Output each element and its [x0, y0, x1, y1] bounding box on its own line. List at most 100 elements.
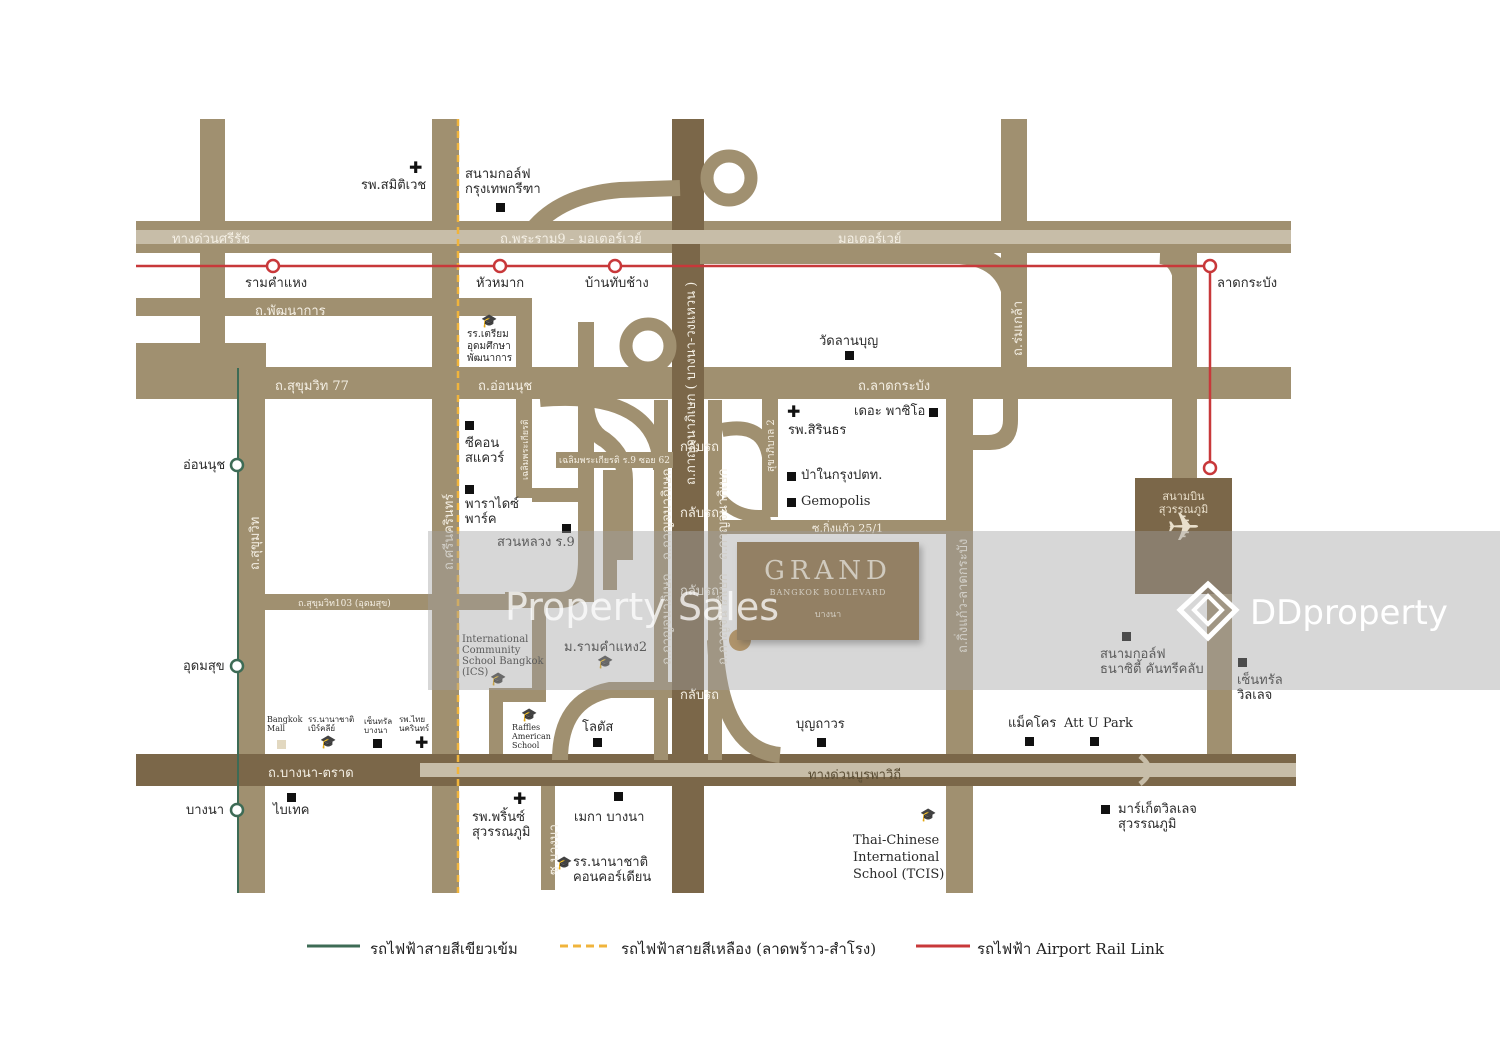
station-udomsuk[interactable]	[229, 658, 245, 674]
school-icon: 🎓	[521, 708, 538, 723]
station-banthapchang[interactable]	[607, 258, 623, 274]
station-onnut[interactable]	[229, 457, 245, 473]
brand-title: GRAND	[764, 556, 892, 586]
road-ics	[532, 600, 546, 690]
project-brand-box[interactable]: GRAND BANGKOK BOULEVARD บางนา	[737, 542, 919, 640]
road-label-phatthanakan: ถ.พัฒนาการ	[255, 304, 326, 319]
place-watlanboon[interactable]: วัดลานบุญ	[819, 334, 879, 349]
road-label-chalerm62: เฉลิมพระเกียรติ ร.9 ซอย 62	[556, 452, 673, 468]
place-raffles[interactable]: Raffles American School	[512, 723, 551, 750]
place-ics[interactable]: International Community School Bangkok (…	[462, 634, 544, 678]
road-chalerm-curve2	[505, 559, 594, 608]
road-sukhumvit103	[262, 594, 512, 610]
poi-square-icon	[1122, 632, 1131, 641]
road-label-burapha: ทางด่วนบูรพาวิถี	[808, 768, 902, 783]
place-boonthavorn[interactable]: บุญถาวร	[796, 717, 845, 732]
poi-square-icon	[277, 740, 286, 749]
road-label-onnut: ถ.อ่อนนุช	[478, 379, 533, 394]
road-label-sukhaphiban2: สุขาภิบาล 2	[766, 419, 777, 472]
hospital-icon: ✚	[787, 402, 801, 421]
road-latkrabang-hook	[972, 399, 1018, 450]
place-bearsted[interactable]: รร.นานาชาติ เบิร์คลีย์	[308, 715, 355, 733]
school-icon: 🎓	[920, 808, 937, 823]
legend-yellow-label: รถไฟฟ้าสายสีเหลือง (ลาดพร้าว-สำโรง)	[621, 940, 877, 958]
place-samitivej[interactable]: รพ.สมิติเวช	[361, 178, 427, 193]
poi-square-icon	[287, 793, 296, 802]
road-kanchana-sideL	[654, 400, 668, 760]
road-label-uturn-1: กลับรถ	[680, 506, 719, 521]
airport-name-line1: สนามบิน	[1162, 490, 1205, 503]
place-paradise[interactable]: พาราไดซ์ พาร์ค	[465, 497, 519, 527]
road-label-uturn-2: กลับรถ	[680, 584, 719, 599]
station-airport[interactable]	[1202, 460, 1218, 476]
school-icon: 🎓	[320, 735, 337, 750]
road-motorway-curve	[700, 244, 1024, 311]
place-ramkhamhaeng2[interactable]: ม.รามคำแหง2	[564, 640, 648, 655]
place-triam[interactable]: รร.เตรียม อุดมศึกษา พัฒนาการ	[467, 329, 513, 364]
poi-square-icon	[787, 498, 796, 507]
place-concordian[interactable]: รร.นานาชาติ คอนคอร์เดียน	[573, 855, 652, 885]
road-label-motorway: มอเตอร์เวย์	[838, 232, 902, 247]
place-lotus[interactable]: โลตัส	[582, 720, 614, 735]
road-label-romklao: ถ.ร่มเกล้า	[1011, 300, 1026, 356]
watermark-band	[428, 531, 1500, 690]
school-icon: 🎓	[490, 672, 507, 687]
place-seacon[interactable]: ซีคอน สแควร์	[465, 436, 505, 466]
road-kingkaew251	[720, 520, 960, 534]
road-phatthanakan	[136, 298, 532, 316]
rail-stations	[229, 258, 1218, 818]
place-makro[interactable]: แม็คโคร	[1008, 716, 1057, 731]
station-label-ramkhamhaeng: รามคำแหง	[245, 276, 308, 291]
poi-square-icon	[1090, 737, 1099, 746]
place-mega-bangna[interactable]: เมกา บางนา	[574, 810, 645, 825]
poi-square-icon	[562, 524, 571, 533]
expressway-burapha-end	[1138, 754, 1152, 786]
station-ramkhamhaeng[interactable]	[265, 258, 281, 274]
place-golf-krungthep[interactable]: สนามกอล์ฟ กรุงเทพกรีฑา	[465, 167, 541, 197]
station-label-udomsuk: อุดมสุข	[183, 659, 225, 674]
station-bangna[interactable]	[229, 802, 245, 818]
road-interchange-ramp	[525, 180, 681, 236]
poi-square-icon	[614, 792, 623, 801]
place-suanluang[interactable]: สวนหลวง ร.9	[497, 535, 575, 550]
school-icon: 🎓	[597, 655, 614, 670]
station-label-latkrabang: ลาดกระบัง	[1217, 276, 1278, 291]
place-sirindhorn[interactable]: รพ.สิรินธร	[788, 423, 847, 438]
place-market-village[interactable]: มาร์เก็ตวิลเลจ สุวรรณภูมิ	[1118, 802, 1197, 832]
place-central-village[interactable]: เซ็นทรัล วิลเลจ	[1237, 673, 1283, 703]
road-kanchana-sideR-bend	[717, 495, 771, 522]
place-tcis[interactable]: Thai-Chinese International School (TCIS)	[853, 833, 945, 882]
road-label-bangna-trat: ถ.บางนา-ตราด	[268, 766, 354, 781]
poi-square-icon	[593, 738, 602, 747]
place-paseo[interactable]: เดอะ พาซิโอ	[854, 404, 926, 419]
hospital-icon: ✚	[415, 733, 429, 752]
poi-square-icon	[845, 351, 854, 360]
school-icon: 🎓	[556, 856, 573, 871]
poi-square-icon	[1238, 658, 1247, 667]
road-label-sukhumvit77: ถ.สุขุมวิท 77	[275, 379, 349, 394]
place-gemopolis[interactable]: Gemopolis	[801, 494, 871, 509]
place-bitec[interactable]: ไบเทค	[273, 803, 310, 818]
place-pa-krung[interactable]: ป่าในกรุงปตท.	[801, 468, 883, 483]
place-golf-thanaciti[interactable]: สนามกอล์ฟ ธนาซิตี้ คันทรีคลับ	[1100, 647, 1204, 677]
station-latkrabang[interactable]	[1202, 258, 1218, 274]
road-label-sukhumvit: ถ.สุขุมวิท	[248, 516, 263, 570]
road-onnut	[136, 367, 1291, 399]
watermark-text: Property Sales	[505, 585, 780, 629]
road-raffles	[489, 690, 503, 755]
station-huamak[interactable]	[492, 258, 508, 274]
road-label-chalerm: เฉลิมพระเกียรติ	[521, 419, 531, 480]
place-thainakarin[interactable]: รพ.ไทย นครินทร์	[399, 715, 430, 733]
station-label-huamak: หัวหมาก	[476, 276, 525, 291]
poi-square-icon	[496, 203, 505, 212]
road-label-uturn-3: กลับรถ	[680, 688, 719, 703]
place-att-u-park[interactable]: Att U Park	[1064, 716, 1133, 731]
place-princ[interactable]: รพ.พริ้นซ์ สุวรรณภูมิ	[472, 810, 531, 840]
road-sukhumvit	[238, 343, 265, 893]
expressway-burapha-strip	[420, 763, 1296, 777]
legend-red-label: รถไฟฟ้า Airport Rail Link	[977, 940, 1164, 958]
poi-square-icon	[465, 421, 474, 430]
place-bangkok-mall[interactable]: Bangkok Mall	[267, 715, 303, 733]
place-central-bangna[interactable]: เซ็นทรัล บางนา	[364, 717, 393, 735]
airport-box[interactable]: สนามบิน สุวรรณภูมิ ✈	[1135, 478, 1232, 594]
